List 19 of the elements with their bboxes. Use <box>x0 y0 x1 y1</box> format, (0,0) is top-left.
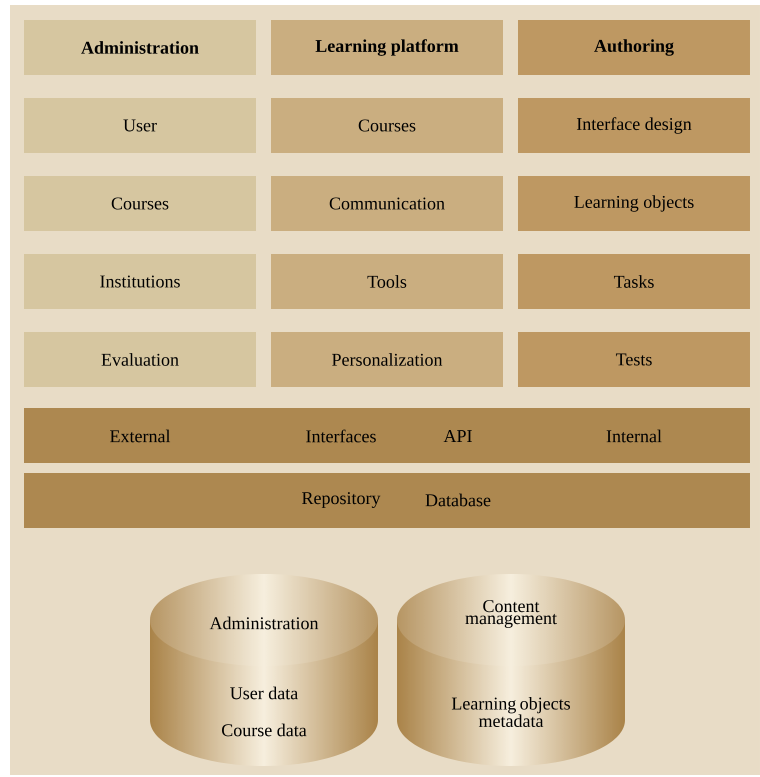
module-box: Courses <box>24 176 256 231</box>
module-box: Interface design <box>518 98 750 153</box>
module-box: Communication <box>271 176 503 231</box>
header-box: Learning platform <box>271 20 503 75</box>
module-box: Institutions <box>24 254 256 309</box>
repository-bar: Repository Database <box>24 473 750 528</box>
module-box: Personalization <box>271 332 503 387</box>
module-box: User <box>24 98 256 153</box>
module-box: Courses <box>271 98 503 153</box>
header-box: Authoring <box>518 20 750 75</box>
database-cylinder: Content management Learning objects metadata <box>452 600 570 728</box>
module-box: Tasks <box>518 254 750 309</box>
module-box: Evaluation <box>24 332 256 387</box>
module-box: Tests <box>518 332 750 387</box>
module-box: Tools <box>271 254 503 309</box>
database-cylinder: Administration User data Course data <box>210 616 318 736</box>
interface-bar: External Interfaces API Internal <box>24 408 750 463</box>
header-box: Administration <box>24 20 256 75</box>
module-box: Learning objects <box>518 176 750 231</box>
